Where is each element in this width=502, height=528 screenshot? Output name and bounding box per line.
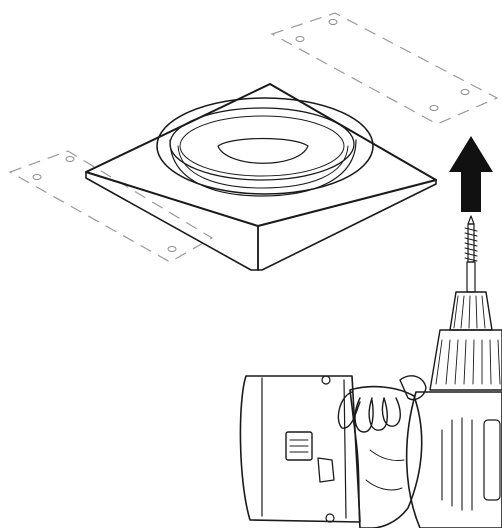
arrow-shape bbox=[449, 136, 493, 212]
fixture-front-edge bbox=[85, 171, 259, 271]
cordless-drill-icon bbox=[239, 261, 502, 528]
mounting-plate-top-right bbox=[270, 12, 499, 125]
screw-threads bbox=[464, 227, 478, 262]
screw-hole-icon bbox=[32, 174, 42, 180]
hand-knuckle-lines bbox=[365, 449, 405, 491]
fixture-cylinder-wall-inner bbox=[177, 145, 349, 189]
screw-hole-icon bbox=[65, 156, 75, 162]
drill-chuck-grip bbox=[453, 295, 486, 329]
drill-body bbox=[405, 391, 502, 528]
fixture-cylinder-wall bbox=[169, 139, 357, 197]
drill-body-vents bbox=[441, 417, 473, 511]
ceiling-light-fixture-icon bbox=[85, 83, 437, 271]
drill-battery bbox=[239, 375, 361, 523]
drill-clutch-ridges bbox=[435, 339, 501, 385]
drill-bit bbox=[466, 261, 476, 293]
upward-arrow-icon bbox=[449, 136, 493, 212]
hand-fingers bbox=[337, 391, 401, 433]
fixture-top-face bbox=[85, 83, 437, 227]
drill-rear-screw bbox=[325, 513, 335, 523]
hand-thumb bbox=[399, 375, 427, 401]
drill-switch-lines bbox=[289, 439, 309, 453]
mounting-plate-left bbox=[8, 150, 214, 263]
drill-side-panel bbox=[483, 419, 501, 501]
fixture-lens bbox=[217, 137, 309, 164]
drill-rear-screw bbox=[321, 375, 331, 385]
screw-hole-icon bbox=[295, 36, 305, 42]
hand-palm bbox=[349, 385, 423, 528]
fixture-outer-ring bbox=[156, 97, 374, 195]
drill-battery-release bbox=[317, 457, 335, 483]
fixture-inner-ring bbox=[169, 107, 355, 181]
hand-icon bbox=[337, 375, 427, 528]
screw-hole-icon bbox=[460, 89, 470, 95]
mounting-plate-outline-top bbox=[270, 12, 499, 125]
drill-clutch-collar bbox=[429, 329, 502, 391]
screw-tip bbox=[467, 215, 475, 225]
screw-icon bbox=[464, 215, 478, 263]
screw-hole-icon bbox=[328, 19, 338, 25]
drill-direction-switch bbox=[285, 431, 313, 461]
fixture-reflector bbox=[179, 115, 345, 177]
drill-battery-rib bbox=[261, 377, 347, 519]
screw-hole-icon bbox=[429, 105, 439, 111]
mounting-plate-outline-left bbox=[8, 150, 214, 263]
screw-hole-icon bbox=[167, 246, 177, 252]
